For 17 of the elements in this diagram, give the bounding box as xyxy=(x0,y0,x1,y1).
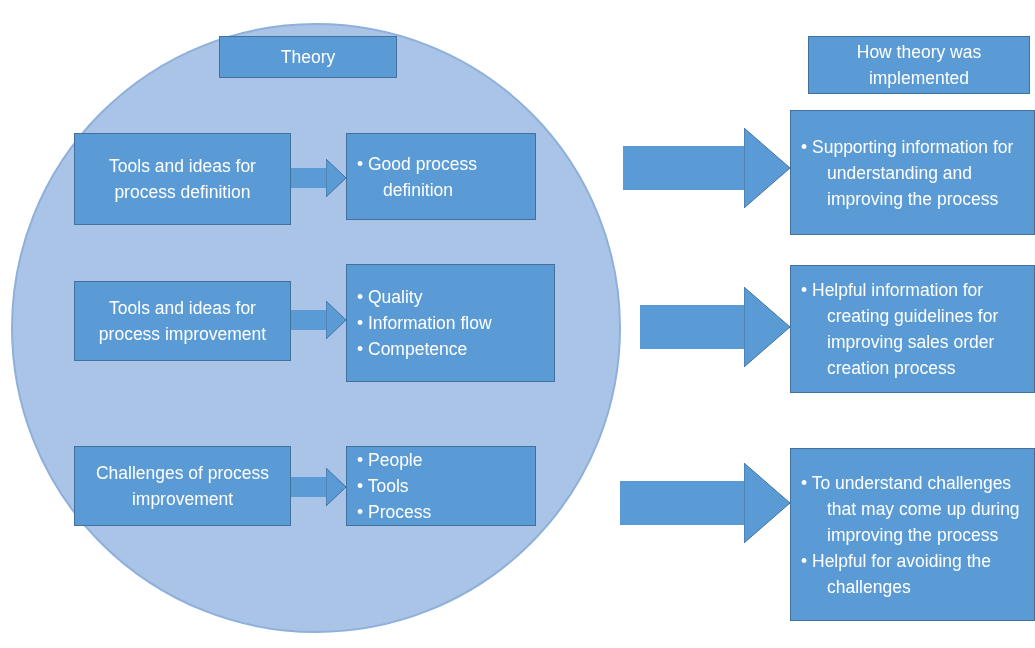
result-box: • Supporting information for understanding and improving the process xyxy=(790,110,1035,235)
process-box: Tools and ideas for process improvement xyxy=(74,281,291,361)
result-box: • Helpful information for creating guidelines for improving sales order creation process xyxy=(790,265,1035,393)
process-box: Challenges of process improvement xyxy=(74,446,291,526)
heading-box: Theory xyxy=(219,36,397,78)
block-arrow xyxy=(623,127,791,209)
result-box: • To understand challenges that may come up during improving the process • Helpful for avoiding the challenges xyxy=(790,448,1035,621)
block-arrow xyxy=(640,286,791,368)
bullet-box: • Good process definition xyxy=(346,133,536,220)
process-box: Tools and ideas for process definition xyxy=(74,133,291,225)
heading-box: How theory was implemented xyxy=(808,36,1030,94)
bullet-box: • Quality • Information flow • Competence xyxy=(346,264,555,382)
bullet-box: • People • Tools • Process xyxy=(346,446,536,526)
block-arrow xyxy=(620,462,791,544)
block-arrow xyxy=(291,300,347,340)
block-arrow xyxy=(291,467,347,507)
block-arrow xyxy=(291,158,347,198)
